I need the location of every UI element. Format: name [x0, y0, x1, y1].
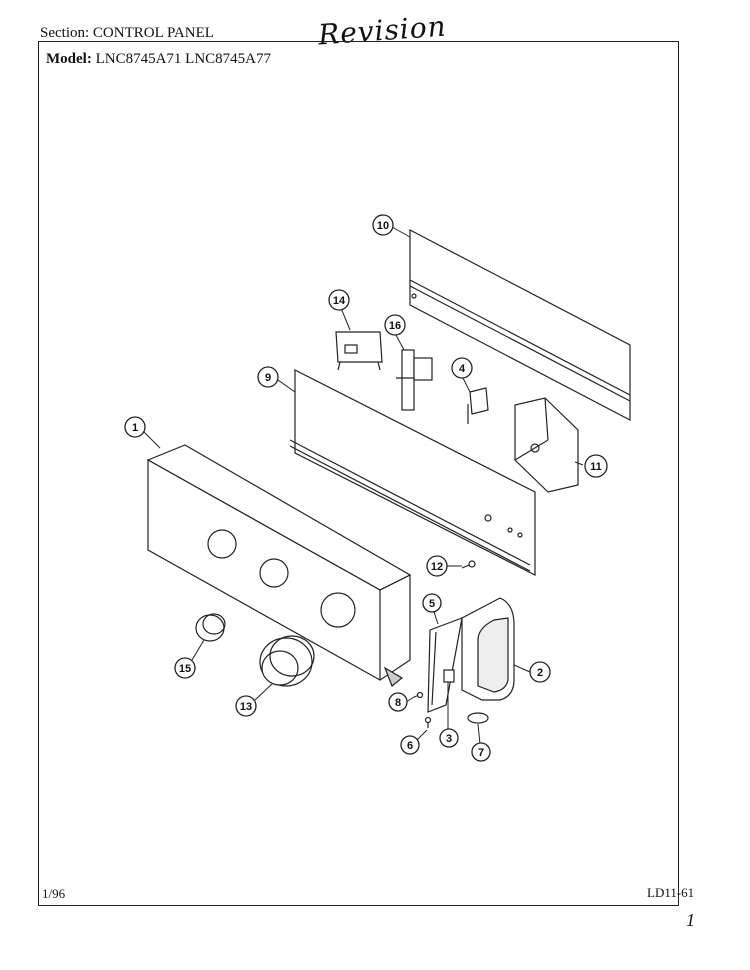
- callout-label: 12: [431, 561, 443, 573]
- callout-label: 4: [459, 363, 466, 375]
- model-value: LNC8745A71 LNC8745A77: [95, 51, 271, 67]
- callout-label: 10: [377, 220, 389, 232]
- part-1-console: [146, 444, 412, 687]
- callout-10: 10: [372, 214, 394, 236]
- part-9-bracket: [289, 369, 536, 576]
- footer-mark: 1: [686, 910, 695, 930]
- callout-2: 2: [529, 661, 551, 683]
- callout-11: 11: [584, 454, 608, 478]
- callout-label: 11: [590, 461, 602, 473]
- part-12-screw: [461, 560, 476, 569]
- part-6-screw: [424, 716, 432, 728]
- callout-3: 3: [439, 728, 459, 748]
- footer-page-code: LD11-61: [647, 885, 695, 900]
- footer-date: 1/96: [42, 886, 66, 901]
- diagram-frame: [38, 41, 679, 906]
- part-15-knob: [195, 613, 226, 642]
- callout-label: 13: [240, 701, 252, 713]
- callouts: 10 14 16 4 9 11 1 12 5 2 3 7 8 6 15 13: [124, 214, 608, 762]
- callout-label: 3: [446, 733, 452, 745]
- callout-14: 14: [328, 289, 350, 311]
- model-header: Model: LNC8745A71 LNC8745A77: [46, 51, 271, 68]
- callout-13: 13: [235, 695, 257, 717]
- part-7-foot: [467, 712, 489, 724]
- model-label: Model:: [46, 51, 92, 67]
- part-8-screw: [413, 691, 424, 699]
- part-2-endcap: [461, 597, 515, 701]
- callout-label: 1: [132, 422, 138, 434]
- callout-label: 16: [389, 320, 401, 332]
- callout-9: 9: [257, 366, 279, 388]
- callout-label: 14: [333, 295, 346, 307]
- callout-15: 15: [174, 657, 196, 679]
- section-label: Section:: [40, 25, 90, 41]
- part-14-switch: [335, 331, 383, 371]
- callout-7: 7: [471, 742, 491, 762]
- callout-1: 1: [124, 416, 146, 438]
- callout-label: 6: [407, 740, 413, 752]
- callout-label: 15: [179, 663, 191, 675]
- part-10-back-panel: [409, 229, 631, 421]
- callout-label: 7: [478, 747, 484, 759]
- section-value: CONTROL PANEL: [92, 25, 214, 41]
- part-13-dial: [259, 635, 315, 687]
- callout-label: 5: [429, 598, 435, 610]
- callout-label: 2: [537, 667, 543, 679]
- part-5-trim: [427, 617, 463, 713]
- callout-4: 4: [451, 357, 473, 379]
- part-16-contact: [396, 349, 433, 411]
- callout-label: 9: [265, 372, 271, 384]
- callout-label: 8: [395, 697, 401, 709]
- part-3-clip: [443, 669, 455, 683]
- callout-8: 8: [388, 692, 408, 712]
- callout-12: 12: [426, 555, 448, 577]
- callout-16: 16: [384, 314, 406, 336]
- callout-5: 5: [422, 593, 442, 613]
- section-header: Section: CONTROL PANEL: [40, 25, 214, 42]
- callout-6: 6: [400, 735, 420, 755]
- part-4-terminal: [467, 387, 489, 424]
- part-11-timer: [514, 397, 579, 493]
